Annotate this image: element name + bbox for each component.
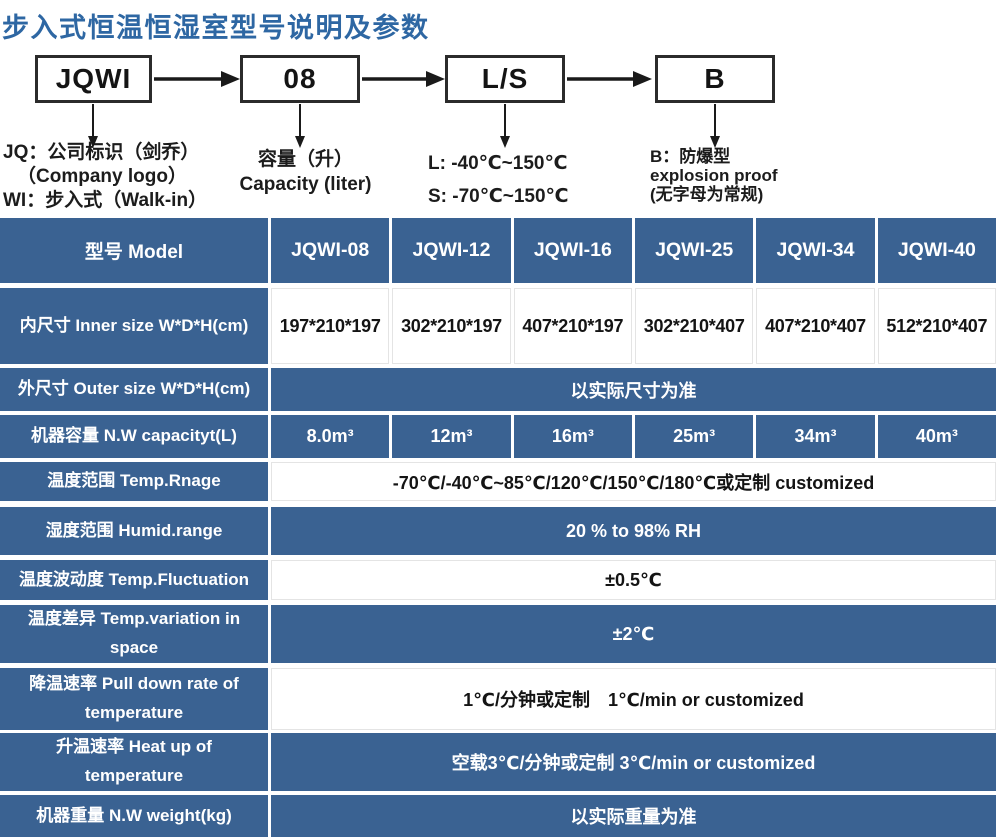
table-row-pull-down-rate: 降温速率 Pull down rate of temperature 1℃/分钟… [0,668,996,730]
cell-value: 12m³ [392,415,511,458]
column-header-jqwi-40: JQWI-40 [877,218,996,283]
row-label: 外尺寸 Outer size W*D*H(cm) [0,368,268,411]
note-line: 容量（升） [257,149,353,170]
column-header-model: 型号 Model [0,218,268,283]
cell-value: 20 % to 98% RH [271,507,996,555]
note-line: explosion proof [650,166,778,185]
note-line: （Company logo） [17,166,187,187]
table-row-weight: 机器重量 N.W weight(kg) 以实际重量为准 [0,795,996,837]
row-label: 降温速率 Pull down rate of temperature [0,668,268,730]
cell-value: 以实际尺寸为准 [271,368,996,411]
cell-value: 34m³ [756,415,875,458]
row-label: 温度差异 Temp.variation in space [0,605,268,663]
note-company-code: JQ：公司标识（剑乔） （Company logo） WI：步入式（Walk-i… [3,141,207,213]
page-title: 步入式恒温恒湿室型号说明及参数 [2,13,430,43]
cell-value: 8.0m³ [271,415,390,458]
flow-box-capacity-code: 08 [240,55,360,103]
note-line: L: -40℃~150℃ [428,153,568,174]
row-label: 机器容量 N.W capacityt(L) [0,415,268,458]
note-line: WI：步入式（Walk-in） [3,190,208,211]
cell-value: 16m³ [513,415,632,458]
flow-box-temp-code: L/S [445,55,565,103]
row-label: 温度范围 Temp.Rnage [0,462,268,501]
spec-table: 型号 Model JQWI-08 JQWI-12 JQWI-16 JQWI-25… [0,218,996,837]
table-row-outer-size: 外尺寸 Outer size W*D*H(cm) 以实际尺寸为准 [0,368,996,411]
table-row-heat-up-rate: 升温速率 Heat up of temperature 空载3℃/分钟或定制 3… [0,733,996,791]
cell-value: 空载3℃/分钟或定制 3℃/min or customized [271,733,996,791]
cell-value: ±2℃ [271,605,996,663]
cell-value: 197*210*197 [271,288,390,364]
cell-value: 25m³ [635,415,754,458]
cell-value: 302*210*407 [635,288,754,364]
cell-value: 1℃/分钟或定制 1℃/min or customized [271,668,996,730]
cell-value: 512*210*407 [877,288,996,364]
flow-box-company-code: JQWI [35,55,152,103]
column-header-jqwi-25: JQWI-25 [635,218,754,283]
cell-value: 407*210*407 [756,288,875,364]
note-line: (无字母为常规) [650,185,764,204]
note-line: Capacity (liter) [239,174,372,195]
row-label: 温度波动度 Temp.Fluctuation [0,560,268,600]
flow-box-explosion-code: B [655,55,775,103]
row-label: 升温速率 Heat up of temperature [0,733,268,791]
column-header-jqwi-34: JQWI-34 [756,218,875,283]
cell-value: 以实际重量为准 [271,795,996,837]
note-line: S: -70℃~150℃ [428,186,569,207]
column-header-jqwi-16: JQWI-16 [513,218,632,283]
note-explosion-code: B：防爆型 explosion proof (无字母为常规) [650,147,778,204]
arrow-right-icon [154,71,652,87]
table-row-inner-size: 内尺寸 Inner size W*D*H(cm) 197*210*197 302… [0,288,996,364]
note-capacity-code: 容量（升） Capacity (liter) [208,147,403,197]
column-header-jqwi-08: JQWI-08 [271,218,390,283]
table-row-humid-range: 湿度范围 Humid.range 20 % to 98% RH [0,507,996,555]
cell-value: 407*210*197 [513,288,632,364]
note-line: B：防爆型 [650,147,731,166]
table-row-temp-fluctuation: 温度波动度 Temp.Fluctuation ±0.5℃ [0,560,996,600]
cell-value: 40m³ [877,415,996,458]
row-label: 内尺寸 Inner size W*D*H(cm) [0,288,268,364]
cell-value: 302*210*197 [392,288,511,364]
cell-value: -70℃/-40℃~85℃/120℃/150℃/180℃或定制 customiz… [271,462,996,501]
note-line: JQ：公司标识（剑乔） [3,142,200,163]
table-row-temp-variation: 温度差异 Temp.variation in space ±2℃ [0,605,996,663]
table-row-capacity: 机器容量 N.W capacityt(L) 8.0m³ 12m³ 16m³ 25… [0,415,996,458]
row-label: 机器重量 N.W weight(kg) [0,795,268,837]
table-row-temp-range: 温度范围 Temp.Rnage -70℃/-40℃~85℃/120℃/150℃/… [0,462,996,501]
cell-value: ±0.5℃ [271,560,996,600]
column-header-jqwi-12: JQWI-12 [392,218,511,283]
table-header-row: 型号 Model JQWI-08 JQWI-12 JQWI-16 JQWI-25… [0,218,996,283]
row-label: 湿度范围 Humid.range [0,507,268,555]
note-temp-code: L: -40℃~150℃ S: -70℃~150℃ [428,147,569,213]
